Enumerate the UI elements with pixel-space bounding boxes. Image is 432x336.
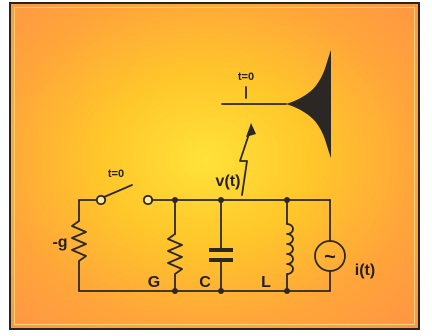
oscillation-envelope	[286, 50, 331, 158]
switch-contact-left	[95, 194, 107, 206]
neg-g-resistor	[71, 220, 87, 262]
node-c-top	[218, 197, 224, 203]
g-resistor	[167, 233, 183, 275]
switch-contact-right	[142, 194, 154, 206]
node-l-top	[284, 197, 290, 203]
node-g-top	[172, 197, 178, 203]
inductor-label: L	[261, 274, 271, 291]
voltage-label: v(t)	[216, 173, 241, 190]
transient-time-label: t=0	[238, 71, 254, 83]
current-source-label: i(t)	[355, 262, 375, 279]
switch-blade	[103, 184, 133, 198]
node-l-bottom	[284, 288, 290, 294]
switch-time-label: t=0	[108, 168, 124, 180]
pointer-arrow-line	[239, 127, 252, 196]
diagram-frame	[9, 2, 420, 330]
node-g-bottom	[172, 288, 178, 294]
node-c-bottom	[218, 288, 224, 294]
capacitor-plate-bottom	[209, 258, 233, 262]
inner-border	[14, 7, 415, 325]
pointer-arrow-head	[246, 123, 256, 137]
capacitor-label: C	[199, 274, 211, 291]
conductance-label: G	[148, 274, 160, 291]
inductor-coil	[286, 223, 294, 275]
source-tilde-symbol: ~	[324, 246, 336, 268]
capacitor-plate-top	[209, 248, 233, 252]
neg-conductance-label: -g	[52, 234, 67, 251]
